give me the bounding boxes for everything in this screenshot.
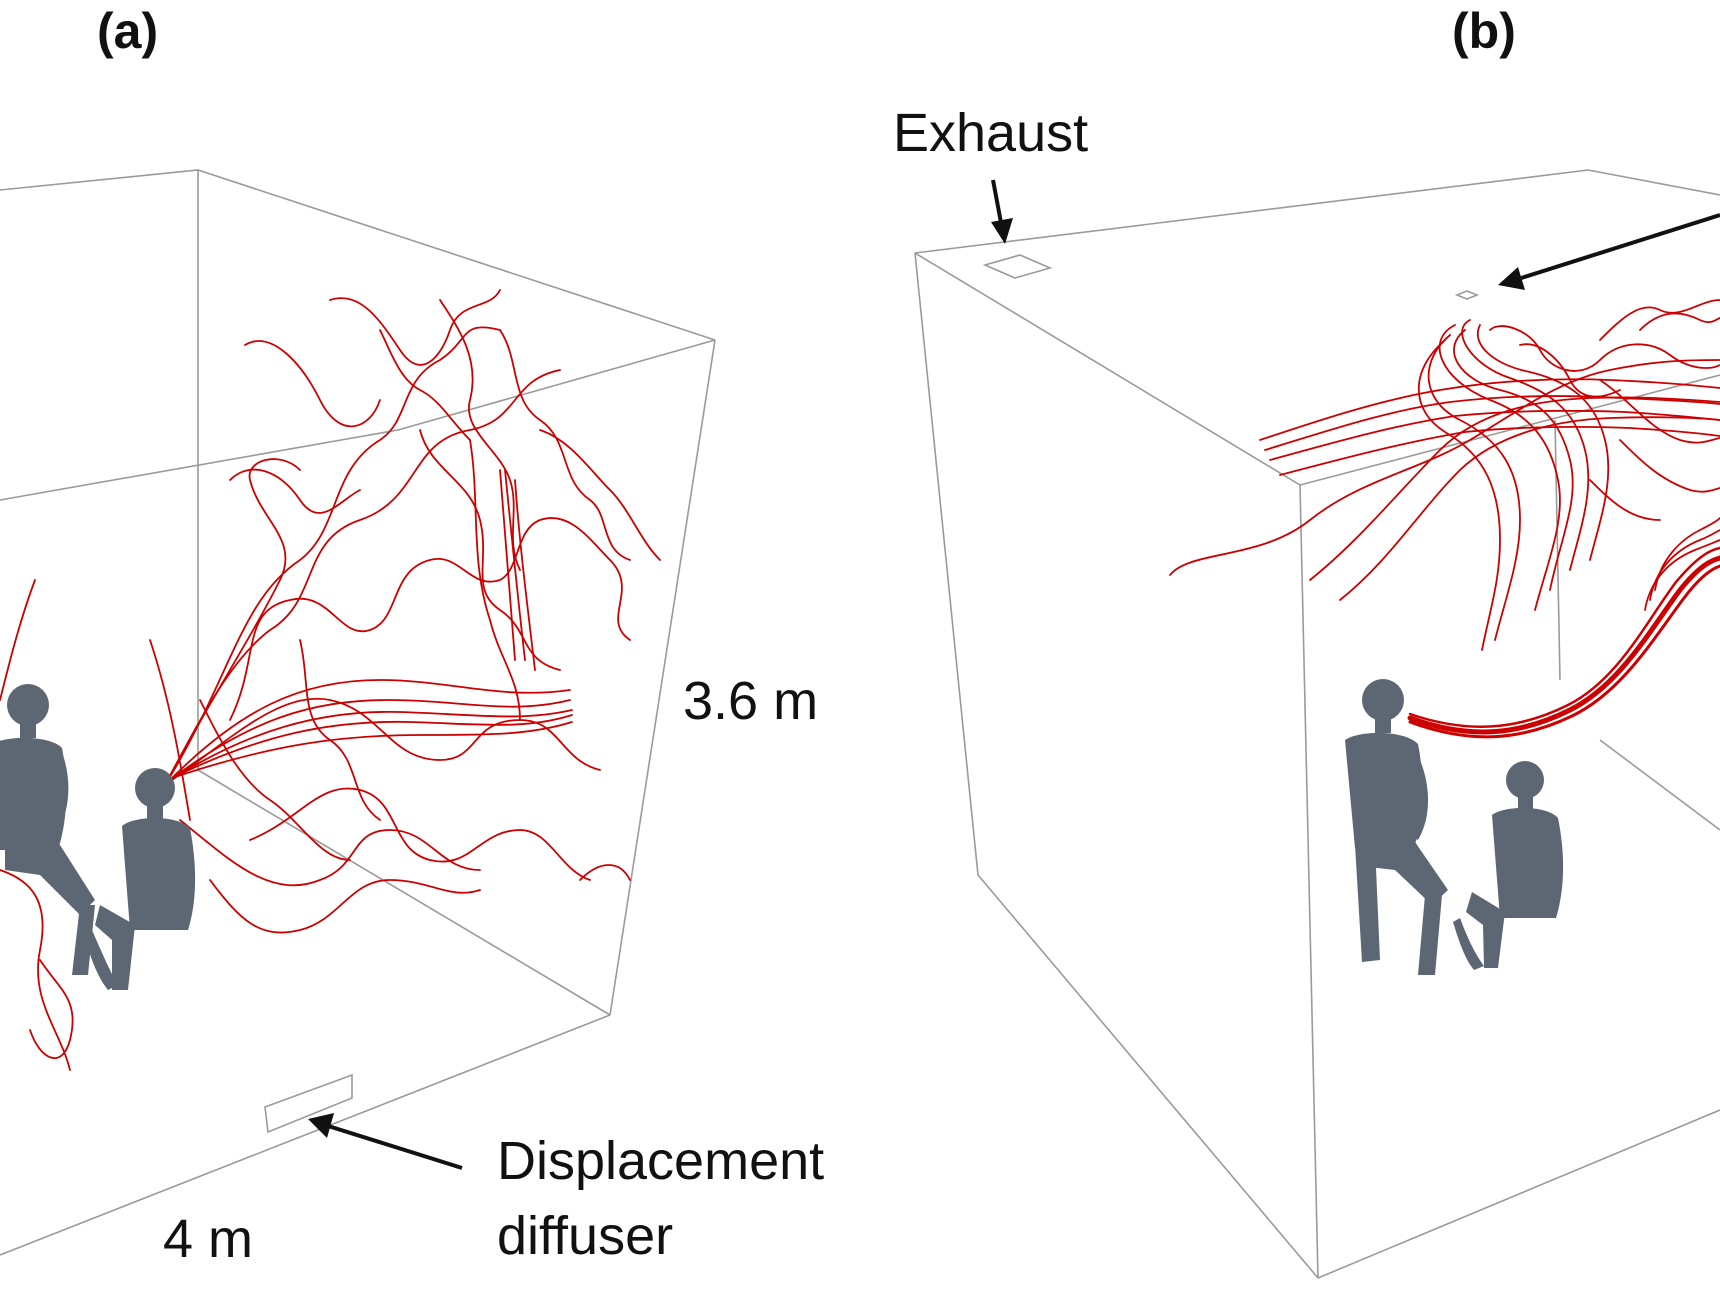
room-box-b <box>914 169 1720 1279</box>
streamlines-a <box>0 289 661 1071</box>
exhaust-label: Exhaust <box>893 103 1089 163</box>
diffuser-label-line1: Displacement <box>497 1131 825 1191</box>
ceiling-vent-arrow <box>1498 213 1720 290</box>
diffuser-label-line2: diffuser <box>497 1206 674 1266</box>
manikin-a-right <box>84 768 196 990</box>
diffuser-arrow <box>308 1113 463 1170</box>
manikin-b-left <box>1345 679 1448 975</box>
panel-label-b: (b) <box>1452 3 1516 59</box>
height-dimension-label: 3.6 m <box>683 671 819 731</box>
diffuser-vent <box>264 1073 353 1134</box>
width-dimension-label: 4 m <box>163 1209 254 1269</box>
manikin-a-left <box>0 684 95 975</box>
panel-a <box>0 169 716 1256</box>
streamlines-b <box>1169 299 1720 651</box>
exhaust-vent <box>982 254 1053 279</box>
exhaust-arrow <box>991 179 1013 244</box>
room-box-a <box>0 169 716 1256</box>
panel-label-a: (a) <box>97 3 159 59</box>
panel-b <box>914 169 1720 1279</box>
exhaled-jet-b <box>1407 546 1720 739</box>
manikin-b-right <box>1453 761 1564 970</box>
ceiling-vent <box>1454 290 1480 300</box>
